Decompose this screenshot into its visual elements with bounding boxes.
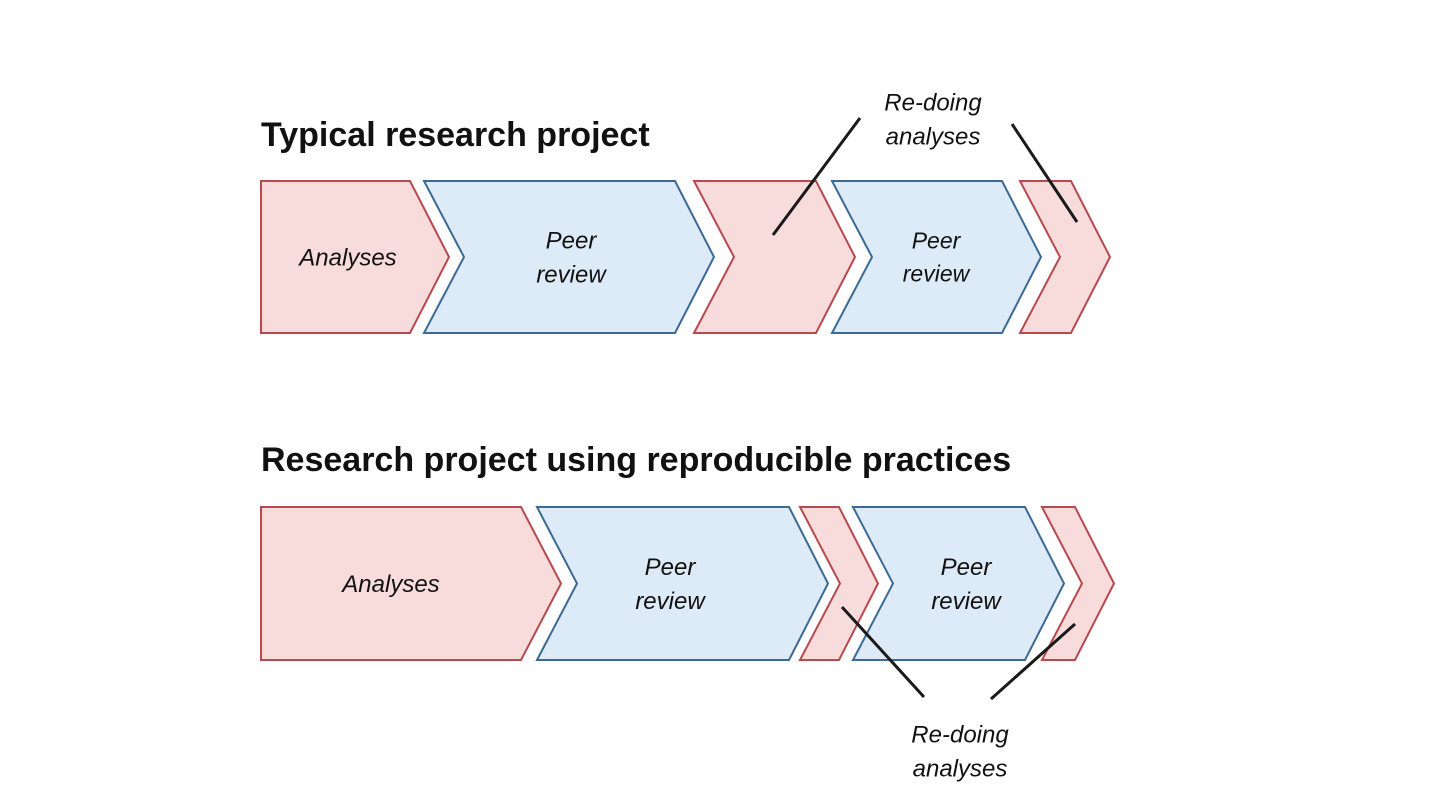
redoing-analyses-callout-label: Re-doing xyxy=(884,89,982,116)
analysis-chevron-5 xyxy=(1040,506,1116,661)
typical-project-title: Typical research project xyxy=(261,116,650,154)
step-label-1: Analyses xyxy=(297,244,396,271)
review-chevron-2 xyxy=(535,506,830,661)
step-label-2: Peer xyxy=(645,554,697,581)
analysis-chevron-1 xyxy=(260,180,451,334)
analysis-chevron-3 xyxy=(692,180,857,334)
step-label-2: review xyxy=(635,588,706,615)
callout-leader-line-1 xyxy=(840,605,926,699)
callout-leader-line-2 xyxy=(990,622,1076,701)
redoing-analyses-callout-label: analyses xyxy=(886,123,981,150)
step-label-4: review xyxy=(931,588,1002,615)
redoing-analyses-callout-label: analyses xyxy=(913,755,1008,782)
step-label-4: Peer xyxy=(912,228,962,254)
review-chevron-4 xyxy=(830,180,1043,334)
reproducible-project-title: Research project using reproducible prac… xyxy=(261,441,1012,479)
step-label-2: review xyxy=(536,261,607,288)
step-label-4: Peer xyxy=(941,554,993,581)
analysis-chevron-5 xyxy=(1018,180,1112,334)
analysis-chevron-1 xyxy=(260,506,563,661)
callout-leader-line-2 xyxy=(1010,123,1079,223)
step-label-2: Peer xyxy=(546,227,598,254)
redoing-analyses-callout-label: Re-doing xyxy=(911,721,1009,748)
diagram-typical: Analyses Peer review Peer review Re-doing anal… xyxy=(260,89,1112,334)
review-chevron-2 xyxy=(422,180,716,334)
analysis-chevron-3 xyxy=(798,506,880,661)
step-label-4: review xyxy=(903,260,971,286)
callout-leader-line-1 xyxy=(771,117,862,236)
review-chevron-4 xyxy=(851,506,1066,661)
step-label-1: Analyses xyxy=(340,571,439,598)
